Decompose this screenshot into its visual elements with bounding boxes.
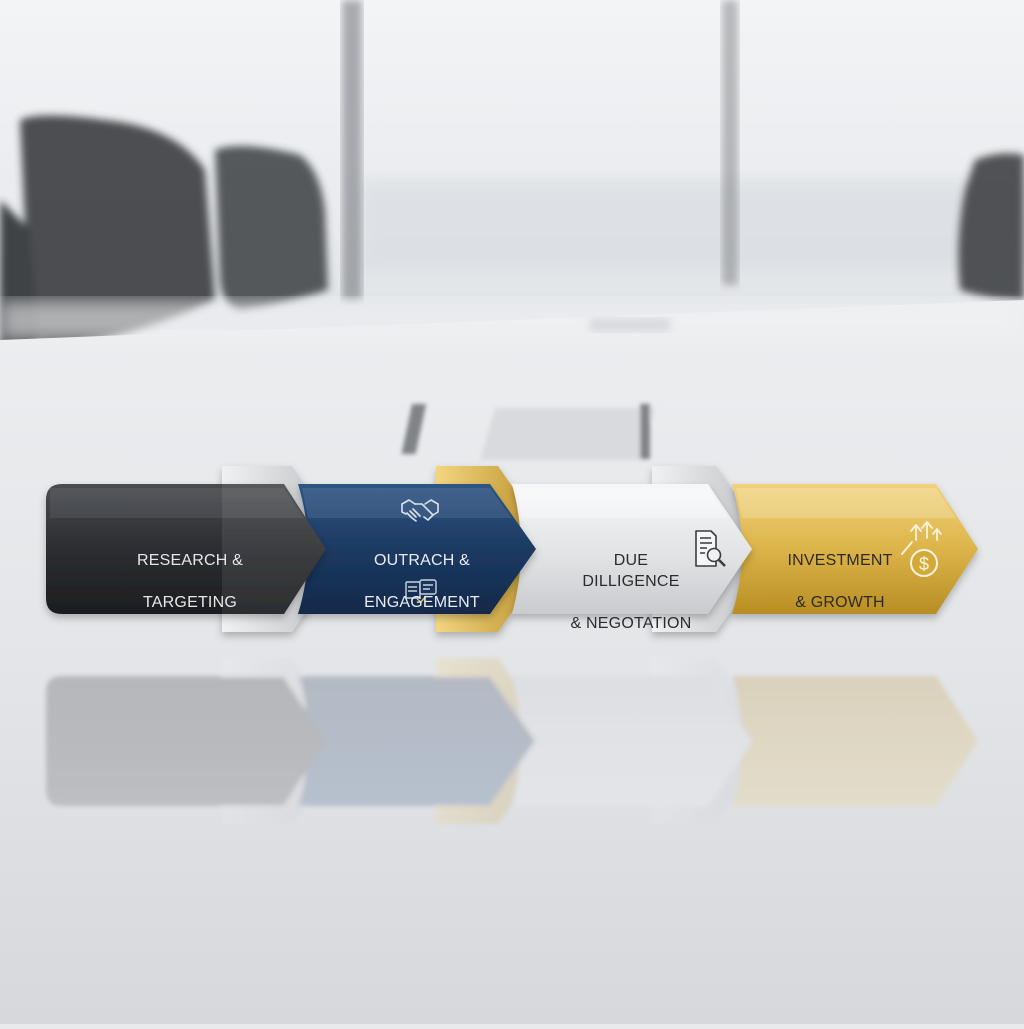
step-2-line-2: ENGAGEMENT xyxy=(364,594,480,611)
step-2-label: OUTRACH & ENGAGEMENT xyxy=(352,529,492,634)
step-1-shape xyxy=(46,484,326,614)
step-4-line-2: & GROWTH xyxy=(795,594,885,611)
step-3-shape xyxy=(512,484,752,614)
diagram-shapes: $ xyxy=(46,466,978,632)
step-1-label: RESEARCH & TARGETING xyxy=(120,529,260,634)
step-3-shape-reflection xyxy=(512,676,752,806)
step-2-line-1: OUTRACH & xyxy=(373,552,471,569)
step-1-line-1: RESEARCH & xyxy=(136,552,244,569)
svg-text:$: $ xyxy=(919,554,929,574)
chat-document-icon xyxy=(405,579,437,603)
step-3-line-1: DUE DILLIGENCE xyxy=(582,552,680,590)
step-4-shape-reflection xyxy=(732,676,978,806)
step-4-line-1: INVESTMENT xyxy=(787,552,893,569)
dollar-growth-icon: $ xyxy=(901,521,942,577)
diagram-reflection xyxy=(46,658,978,824)
step-3-line-2: & NEGOTATION xyxy=(570,615,692,632)
step-3-label: DUE DILLIGENCE & NEGOTATION xyxy=(564,529,698,655)
document-search-icon xyxy=(695,530,726,567)
handshake-icon xyxy=(401,499,439,522)
step-1-shape-reflection xyxy=(46,676,326,806)
step-2-shape xyxy=(298,484,536,614)
step-2-shape-reflection xyxy=(298,676,536,806)
step-4-label: INVESTMENT & GROWTH xyxy=(780,529,900,634)
step-1-line-2: TARGETING xyxy=(143,594,237,611)
step-4-shape xyxy=(732,484,978,614)
